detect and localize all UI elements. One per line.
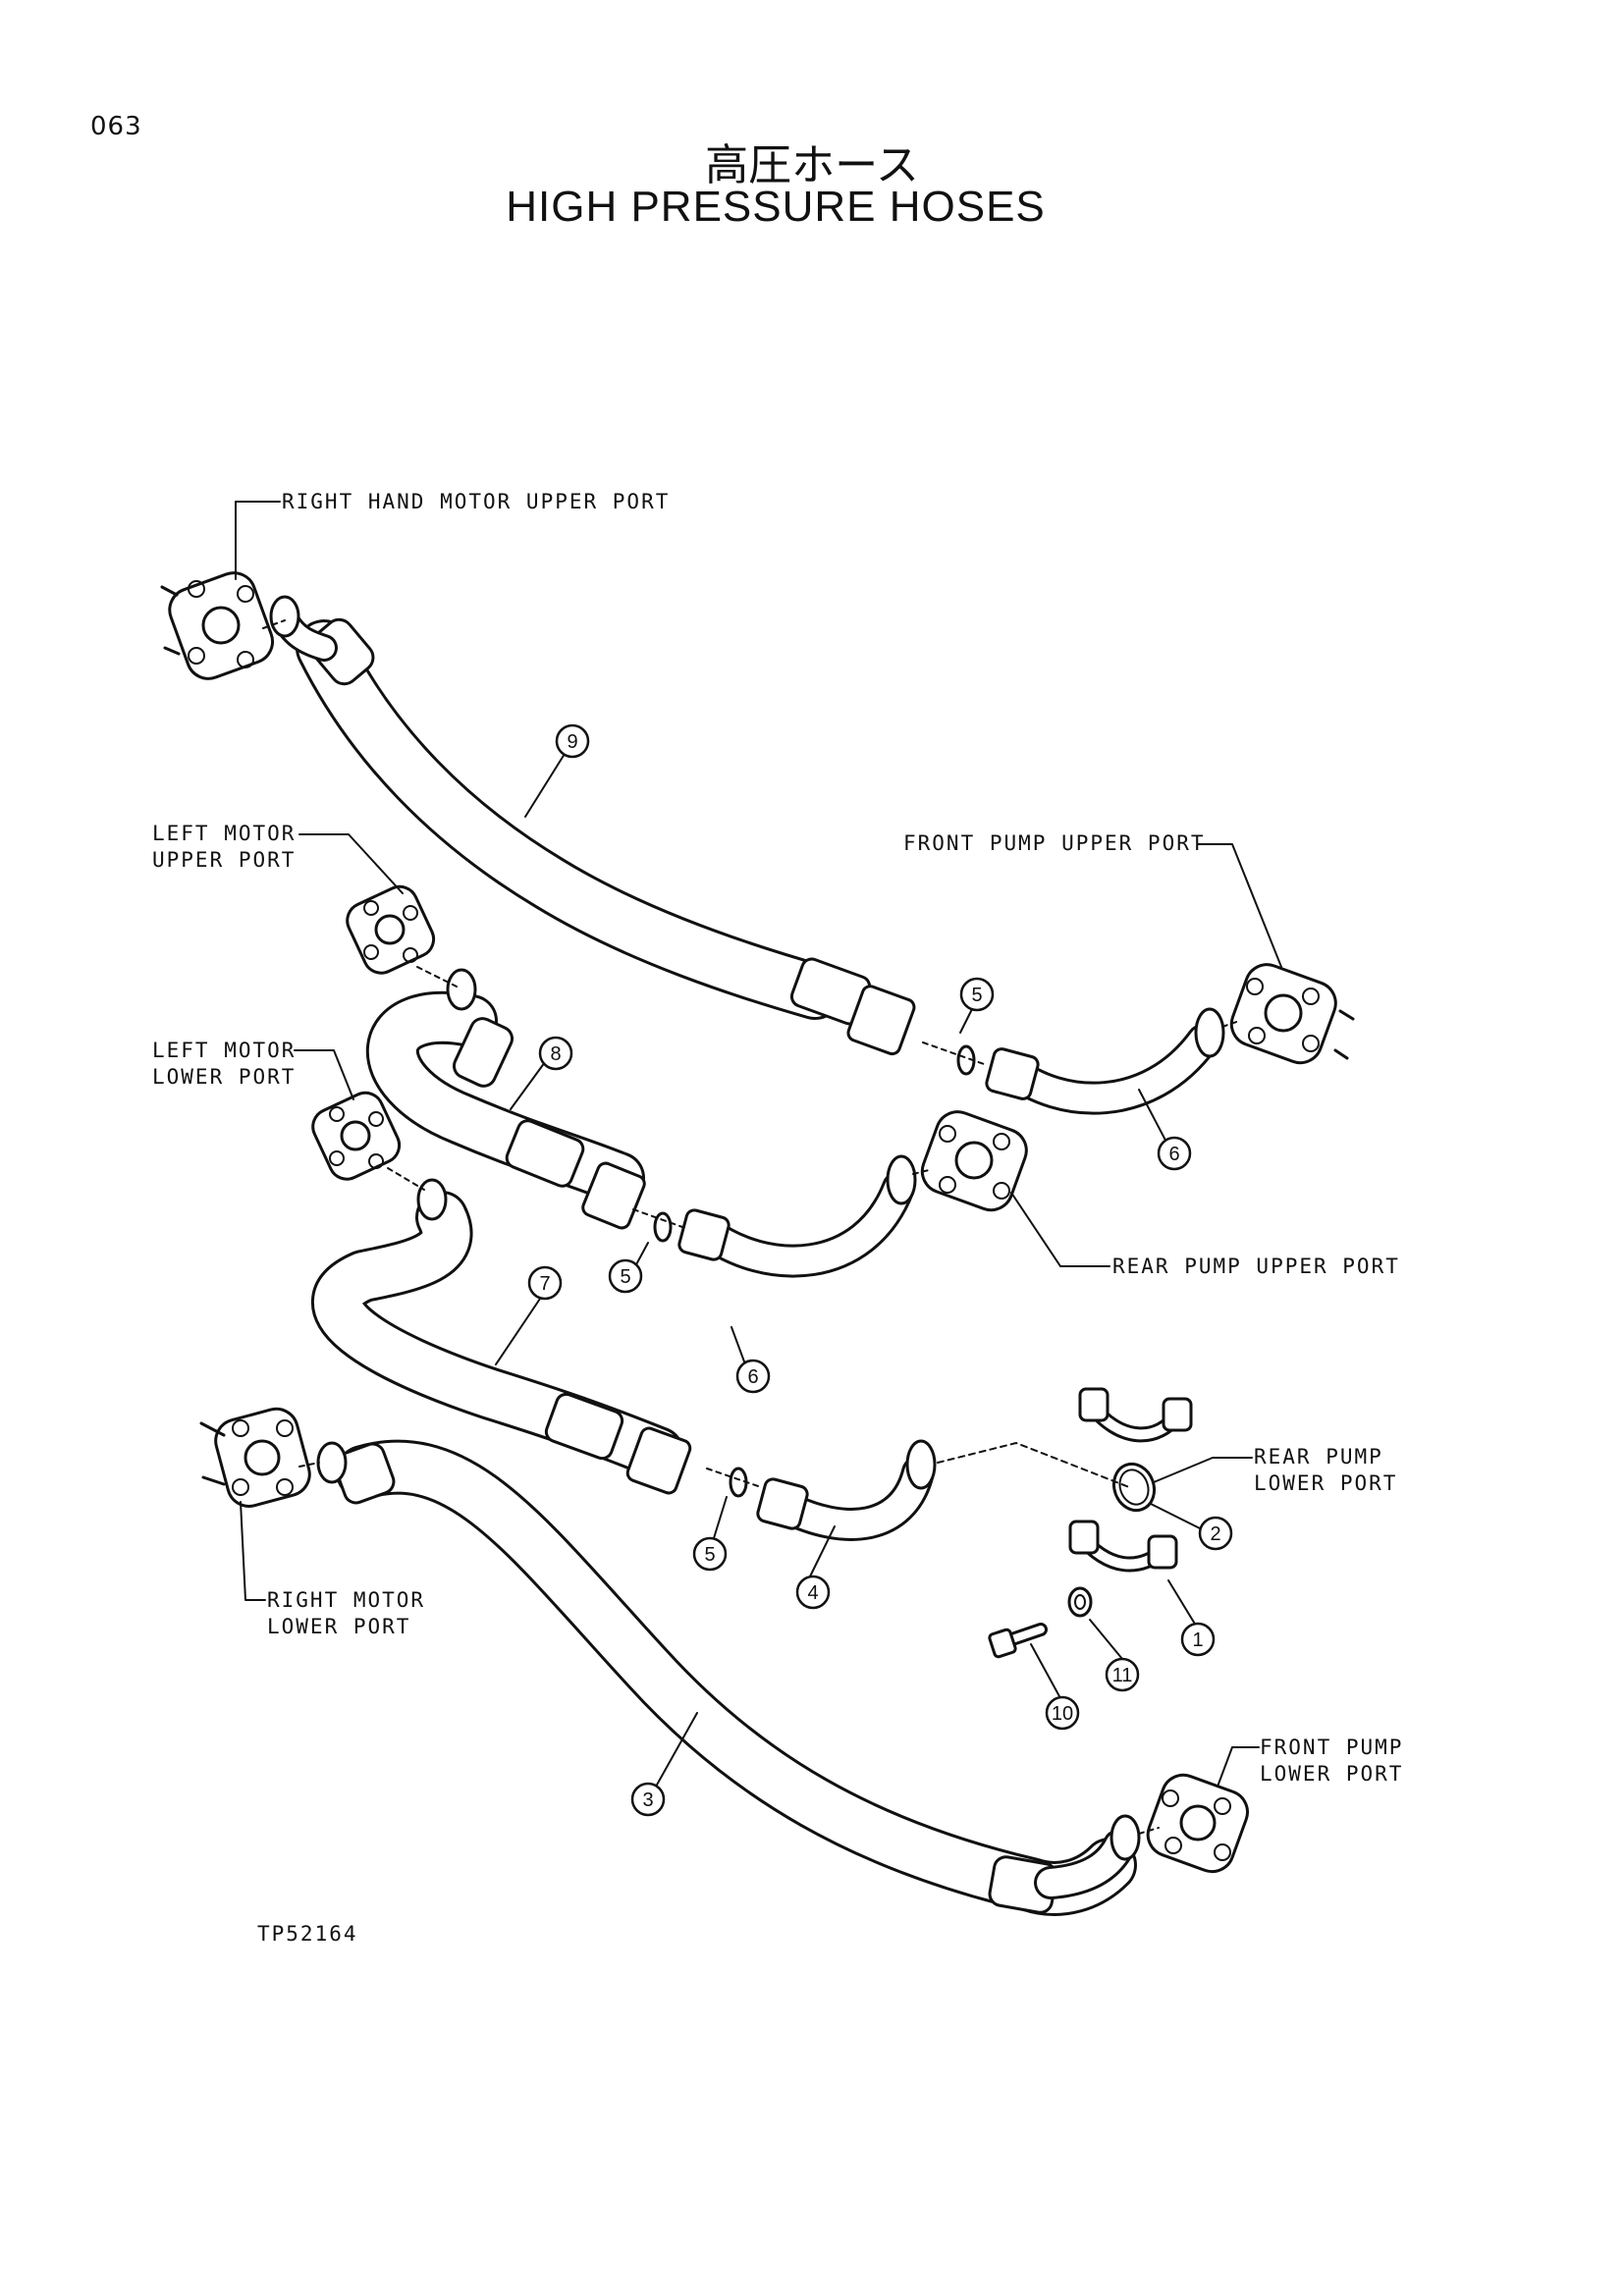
callout-circle — [527, 1265, 563, 1301]
pipe-4 — [706, 1439, 1130, 1541]
callout-circle — [959, 977, 995, 1012]
flange-rh-motor-upper — [160, 571, 286, 680]
callout-circle — [1157, 1136, 1192, 1171]
callout-circle — [608, 1258, 643, 1294]
callout-circle — [630, 1782, 666, 1817]
callout-number: 5 — [704, 1544, 715, 1566]
hose-8 — [366, 968, 646, 1230]
callout-number: 3 — [642, 1789, 653, 1811]
flange-right-motor-lower — [199, 1407, 320, 1508]
callout-number: 1 — [1192, 1629, 1203, 1651]
page-title-japanese: 高圧ホース — [705, 140, 919, 190]
callout-circle — [555, 723, 590, 759]
pipe-6-lower — [632, 1154, 917, 1278]
callout-number: 10 — [1052, 1703, 1073, 1725]
callout-number: 7 — [539, 1273, 550, 1295]
leader-lines — [235, 501, 1282, 1788]
flange-left-motor-lower — [311, 1091, 425, 1191]
callout-circle — [795, 1575, 831, 1610]
page-title-english: HIGH PRESSURE HOSES — [506, 183, 1046, 231]
callout-circle — [1045, 1695, 1080, 1731]
callout-circle — [1198, 1516, 1233, 1551]
callout-circle — [735, 1359, 771, 1394]
hose-7 — [311, 1178, 692, 1495]
flange-left-motor-upper — [346, 884, 458, 988]
label-left-motor-upper-port: LEFT MOTOR UPPER PORT — [152, 822, 297, 872]
label-rear-pump-lower-port: REAR PUMP LOWER PORT — [1254, 1445, 1398, 1495]
split-flange-parts — [988, 1387, 1193, 1659]
label-left-motor-lower-port: LEFT MOTOR LOWER PORT — [152, 1039, 297, 1089]
callout-number: 6 — [747, 1366, 758, 1388]
callout-number: 8 — [550, 1043, 561, 1065]
flange-front-pump-upper — [1221, 963, 1355, 1065]
callout-number: 2 — [1210, 1523, 1220, 1545]
pipe-6-upper — [922, 1007, 1225, 1115]
flange-rear-pump-upper — [912, 1110, 1028, 1212]
callout-number: 5 — [620, 1266, 630, 1288]
callout-circle — [1105, 1657, 1140, 1692]
callout-number: 11 — [1112, 1665, 1133, 1686]
hose-9 — [269, 595, 916, 1056]
page-number: 063 — [90, 112, 142, 141]
callout-circle — [692, 1536, 728, 1572]
callout-circle — [1180, 1622, 1216, 1657]
callout-circle — [538, 1036, 573, 1071]
label-rear-pump-upper-port: REAR PUMP UPPER PORT — [1112, 1255, 1400, 1278]
callout-number: 9 — [567, 731, 577, 753]
label-rh-motor-upper-port: RIGHT HAND MOTOR UPPER PORT — [282, 490, 671, 513]
label-right-motor-lower-port: RIGHT MOTOR LOWER PORT — [267, 1588, 426, 1638]
callout-number: 4 — [807, 1582, 818, 1604]
label-front-pump-upper-port: FRONT PUMP UPPER PORT — [903, 831, 1206, 855]
label-front-pump-lower-port: FRONT PUMP LOWER PORT — [1260, 1735, 1404, 1786]
hose-3 — [316, 1439, 1141, 1916]
callout-number: 5 — [971, 985, 982, 1006]
callout-number: 6 — [1168, 1144, 1179, 1165]
drawing-code: TP52164 — [257, 1922, 358, 1946]
flange-front-pump-lower — [1138, 1773, 1249, 1874]
